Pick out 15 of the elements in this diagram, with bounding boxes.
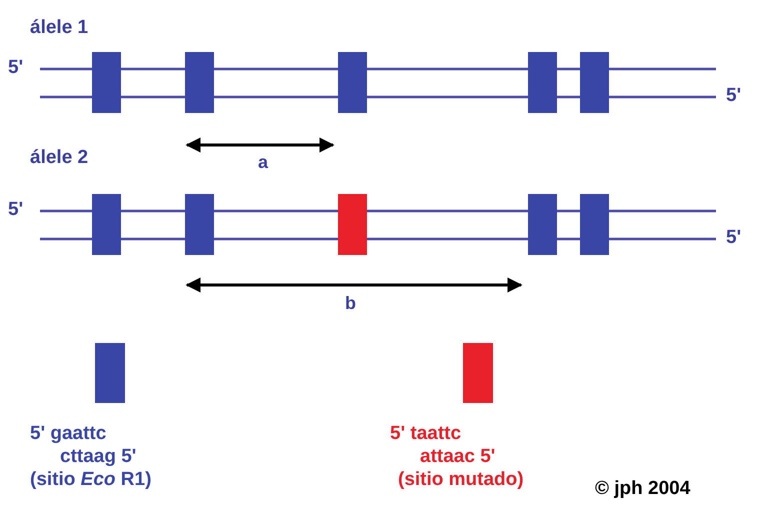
allele-title: álele 1 [30, 18, 88, 39]
sequence-text: attaac 5' [420, 447, 496, 468]
fragment-label: a [258, 153, 268, 173]
sequence-text: cttaag 5' [60, 447, 136, 468]
strand-end-label: 5' [8, 58, 24, 79]
sequence-text: 5' taattc [390, 424, 462, 445]
fragment-label: b [345, 294, 356, 314]
legend-text: (sitio Eco R1) [30, 470, 152, 491]
strand-end-label: 5' [8, 200, 24, 221]
strand-end-label: 5' [726, 86, 742, 107]
strand-end-label: 5' [726, 228, 742, 249]
sequence-text: 5' gaattc [30, 424, 106, 445]
allele-title: álele 2 [30, 148, 88, 169]
legend-text: (sitio mutado) [398, 470, 524, 491]
copyright-text: © jph 2004 [595, 479, 690, 500]
